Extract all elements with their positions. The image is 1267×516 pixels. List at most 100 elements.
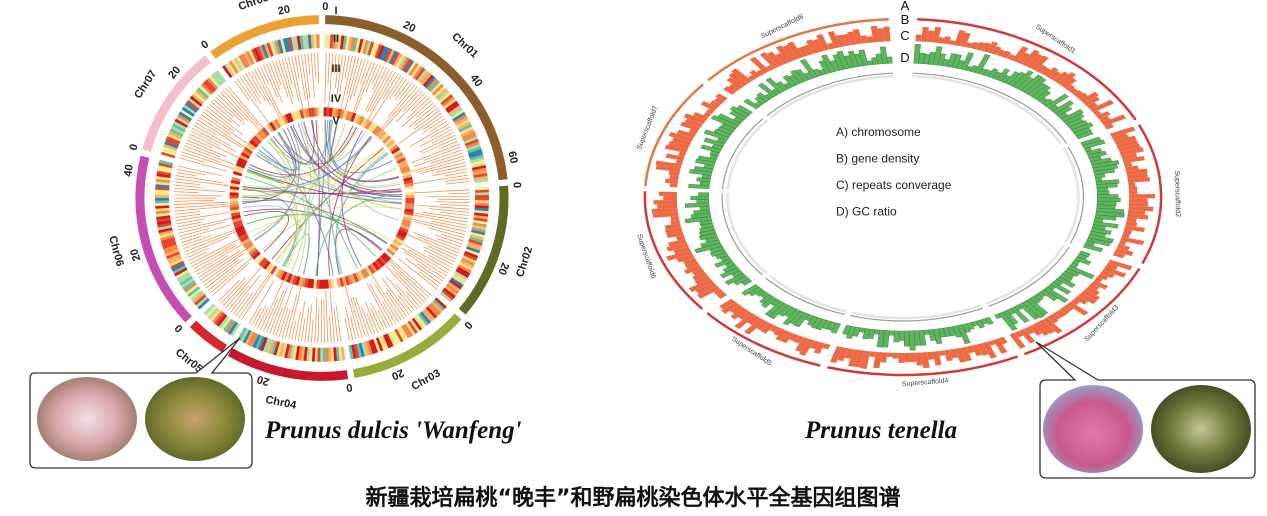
- gene-density-cell: [181, 106, 195, 117]
- repeat-density-line: [174, 211, 200, 215]
- gene-density-cell: [236, 55, 246, 70]
- gene-density-cell: [468, 239, 483, 247]
- ring-label: IV: [331, 93, 342, 105]
- repeat-coverage-bar: [1063, 113, 1085, 125]
- gc-content-cell: [297, 276, 304, 287]
- repeat-density-line: [314, 297, 318, 343]
- repeat-coverage-bar: [951, 54, 963, 69]
- repeat-density-line: [186, 247, 210, 259]
- gc-ratio-line: [765, 277, 845, 316]
- repeat-density-line: [183, 145, 235, 165]
- gene-density-cell: [449, 107, 463, 118]
- gene-density-cell: [265, 338, 273, 354]
- repeat-density-line: [307, 304, 313, 343]
- gene-density-cell: [286, 344, 293, 359]
- gc-content-cell: [245, 144, 255, 153]
- gene-density-bar: [975, 41, 986, 51]
- gene-density-cell: [187, 286, 201, 297]
- gene-density-cell: [416, 69, 428, 83]
- gene-density-bar: [671, 137, 692, 146]
- repeat-density-line: [369, 283, 394, 326]
- repeat-density-line: [237, 78, 271, 125]
- gene-density-cell: [464, 138, 479, 147]
- repeat-density-line: [395, 93, 425, 123]
- gene-density-bar: [688, 128, 698, 135]
- gene-density-bar: [1033, 322, 1050, 336]
- gene-density-bar: [666, 231, 684, 239]
- repeat-coverage-bar: [710, 114, 739, 129]
- gene-density-cell: [395, 54, 405, 69]
- repeat-density-line: [198, 250, 241, 278]
- gene-density-cell: [434, 297, 447, 310]
- gene-density-cell: [238, 54, 248, 69]
- gene-density-bar: [1129, 198, 1148, 203]
- gene-density-cell: [437, 89, 450, 102]
- repeat-density-line: [185, 236, 229, 256]
- gc-content-cell: [233, 168, 244, 174]
- synteny-link: [242, 199, 283, 203]
- repeat-density-line: [174, 203, 229, 209]
- gene-density-cell: [257, 336, 266, 351]
- gene-density-bar: [826, 42, 836, 50]
- gene-density-cell: [266, 42, 274, 57]
- repeat-density-line: [327, 53, 330, 84]
- repeat-density-line: [179, 227, 210, 237]
- repeat-density-line: [408, 249, 449, 274]
- ring-label: V: [332, 115, 340, 127]
- gene-density-cell: [428, 80, 441, 93]
- gene-density-cell: [372, 43, 380, 58]
- gene-density-cell: [460, 259, 474, 269]
- gc-content-cell: [243, 146, 254, 155]
- gene-density-cell: [463, 253, 478, 262]
- gene-density-bar: [965, 42, 973, 49]
- repeat-density-line: [344, 317, 350, 341]
- gene-density-cell: [450, 109, 465, 120]
- gene-density-bar: [827, 31, 841, 49]
- gene-density-cell: [169, 258, 184, 267]
- chromosome-arc-chr04: [227, 348, 349, 381]
- gene-density-cell: [171, 262, 186, 272]
- synteny-link: [242, 135, 372, 197]
- gene-density-bar: [749, 69, 761, 79]
- gene-density-cell: [468, 149, 483, 157]
- gene-density-cell: [457, 121, 472, 131]
- gene-density-bar: [692, 112, 709, 121]
- repeat-coverage-bar: [975, 319, 986, 329]
- gene-density-bar: [1126, 168, 1148, 175]
- gc-ratio-fill: [1062, 147, 1080, 243]
- repeat-density-line: [263, 298, 279, 332]
- gc-content-cell: [391, 146, 401, 155]
- gene-density-bar: [679, 121, 701, 132]
- gene-density-cell: [162, 241, 177, 249]
- gene-density-cell: [433, 85, 446, 98]
- repeat-density-line: [407, 155, 464, 174]
- gene-density-cell: [158, 159, 174, 166]
- repeat-density-line: [399, 241, 451, 271]
- repeat-density-line: [365, 63, 379, 93]
- gene-density-cell: [438, 92, 452, 104]
- repeat-density-line: [235, 292, 254, 317]
- gc-content-cell: [260, 259, 269, 268]
- repeat-density-line: [174, 200, 214, 202]
- gene-density-cell: [454, 116, 469, 127]
- repeat-density-line: [335, 305, 342, 342]
- gene-density-bar: [1059, 307, 1070, 315]
- repeat-coverage-bar: [876, 329, 885, 348]
- repeat-density-line: [239, 76, 257, 102]
- repeat-density-line: [233, 292, 251, 315]
- gene-density-cell: [429, 302, 442, 315]
- gene-density-cell: [176, 271, 191, 282]
- gene-density-cell: [385, 333, 394, 348]
- repeat-density-line: [191, 243, 236, 267]
- gene-density-bar: [775, 329, 789, 342]
- gene-density-cell: [424, 76, 437, 89]
- gene-density-cell: [443, 98, 457, 110]
- gene-density-cell: [450, 277, 464, 288]
- gene-density-cell: [410, 64, 422, 78]
- repeat-density-line: [208, 103, 233, 124]
- gene-density-cell: [180, 108, 194, 120]
- synteny-link: [261, 167, 397, 251]
- gene-density-bar: [664, 178, 679, 184]
- repeat-density-line: [174, 188, 226, 193]
- repeat-coverage-bar: [1012, 70, 1034, 89]
